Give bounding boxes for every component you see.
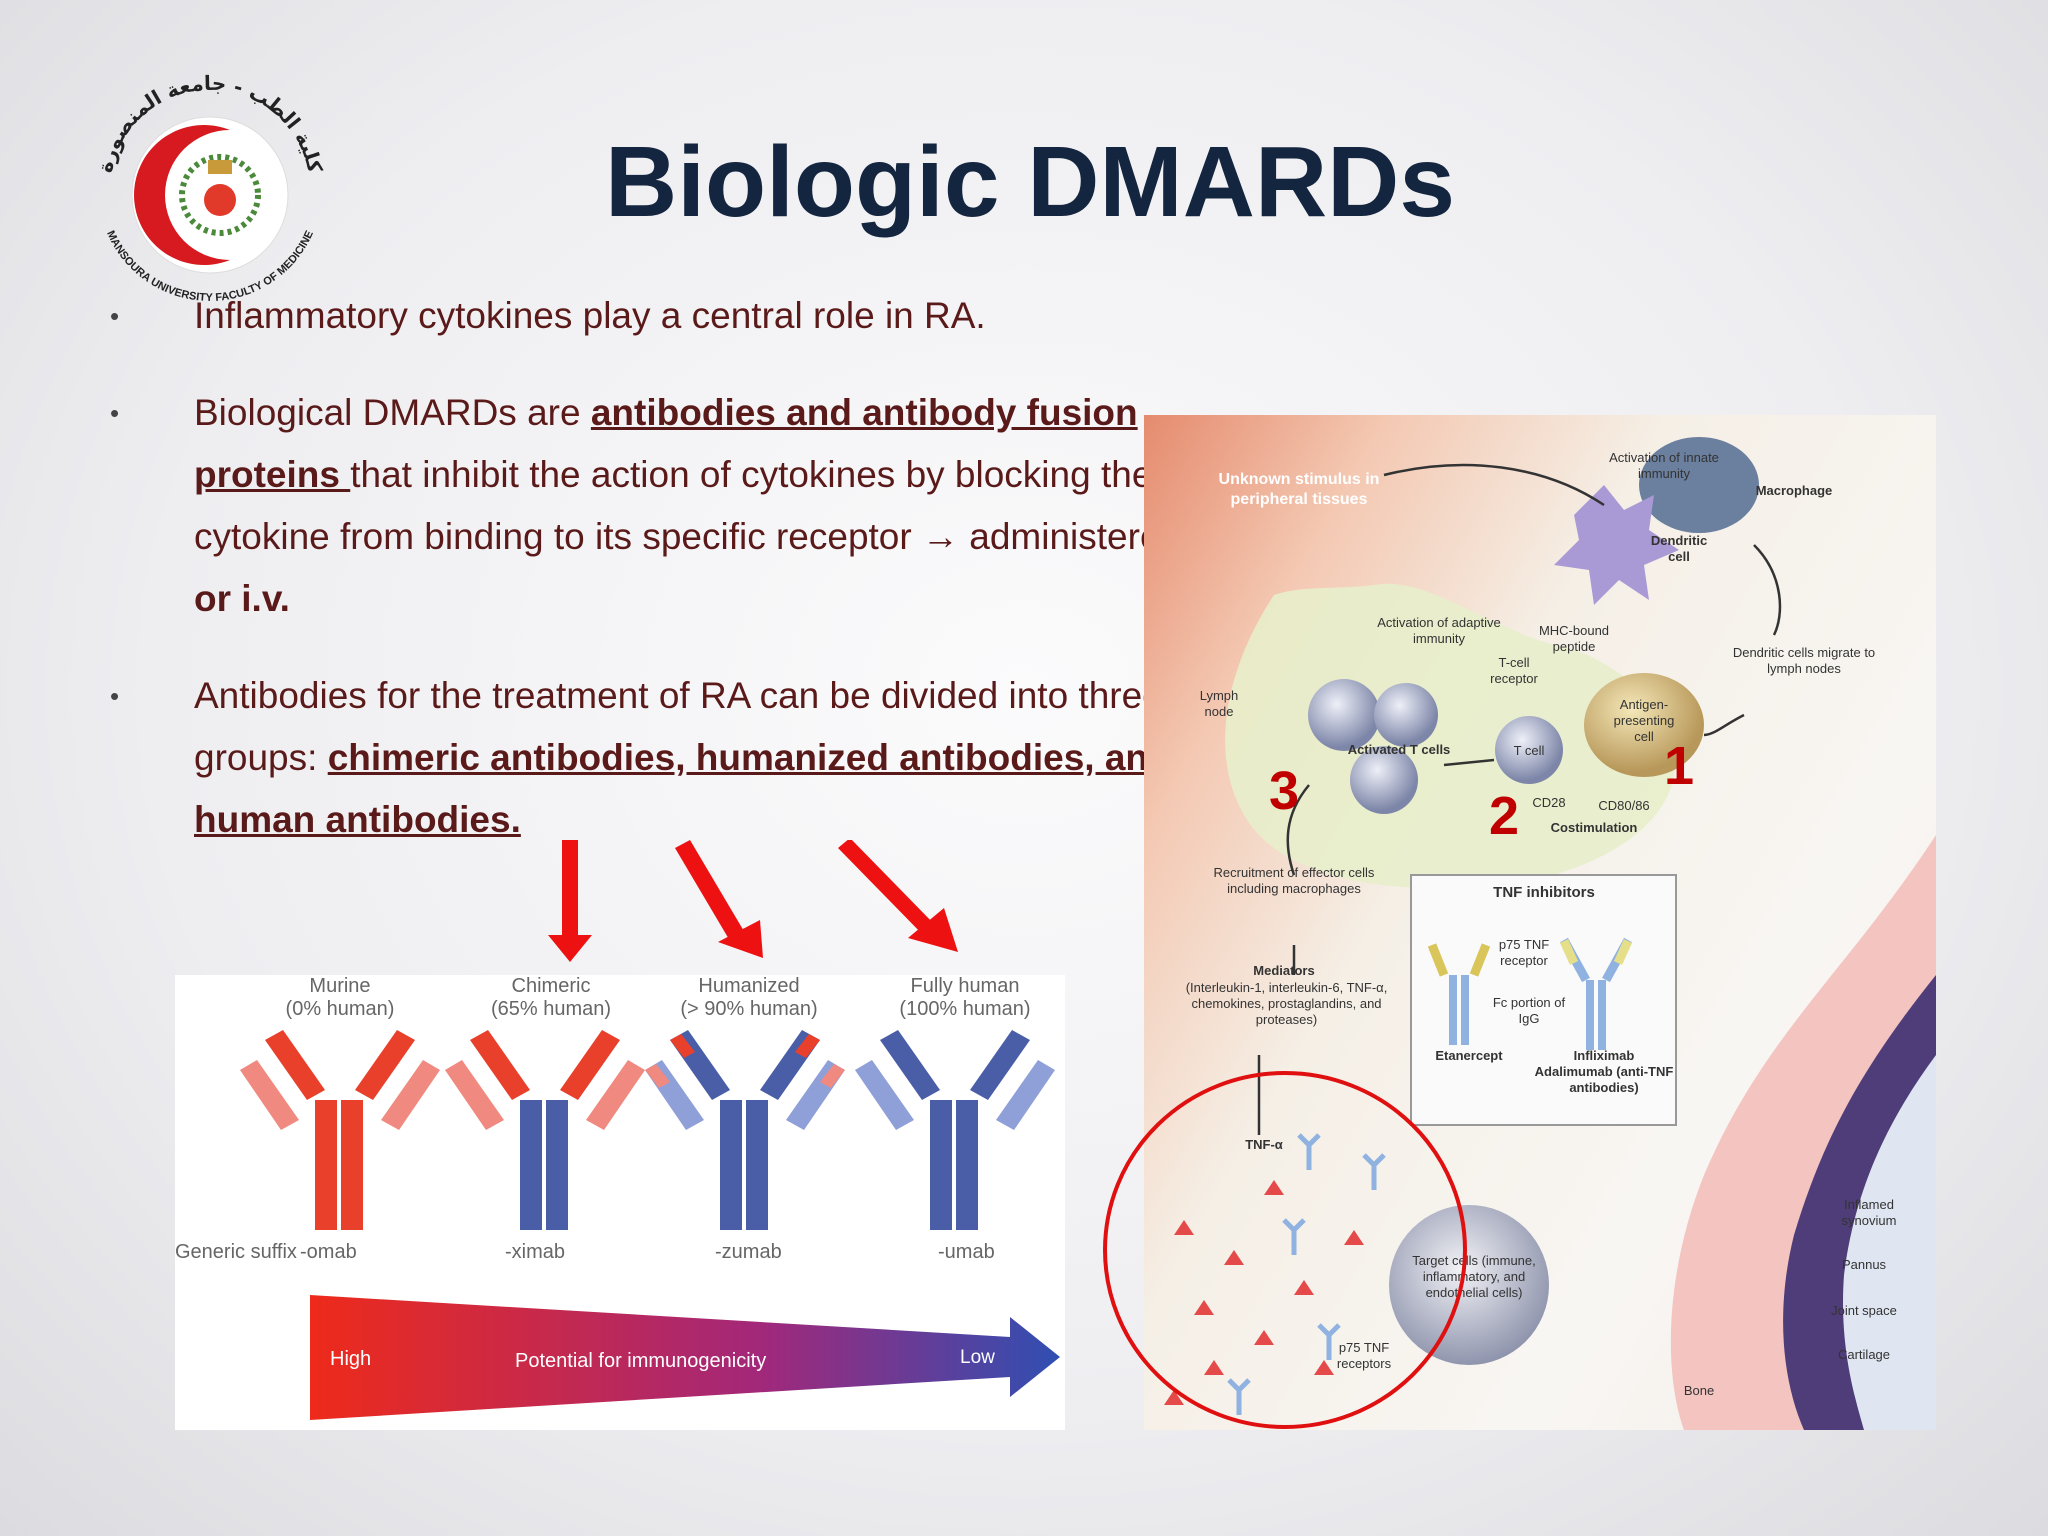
label-infliximab-adalimumab: Infliximab Adalimumab (anti-TNF antibodi… [1534,1048,1674,1095]
label-costimulation: Costimulation [1550,820,1638,835]
antibody-murine-header: Murine (0% human) [250,975,430,1021]
gradient-high-label: High [330,1348,371,1370]
antigen-presenting-cell-icon [1584,673,1704,777]
gradient-low-label: Low [960,1347,995,1368]
activated-t-cell-icon [1350,746,1418,814]
suffix-humanized: -zumab [715,1241,782,1263]
label-activated-t-cells: Activated T cells [1347,742,1451,757]
antibody-type-name: Fully human [910,975,1020,997]
label-pannus: Pannus [1841,1257,1887,1272]
ra-pathway-figure: Unknown stimulus in peripheral tissues A… [1144,415,1936,1430]
label-inflamed-synovium: Inflamed synovium [1841,1197,1897,1228]
label-cd28: CD28 [1532,795,1566,810]
generic-suffix-label: Generic suffix [175,1241,297,1263]
label-p75-receptor: p75 TNF receptor [1498,937,1550,968]
human-antibody-icon [855,1030,1055,1230]
murine-antibody-icon [240,1030,440,1230]
step-number-3: 3 [1269,761,1300,821]
label-tnf-inhibitors: TNF inhibitors [1493,884,1595,901]
label-mediators: (Interleukin-1, interleukin-6, TNF-α, ch… [1185,980,1388,1027]
antibody-type-name: Murine [309,975,371,997]
antibody-type-pct: (0% human) [285,998,395,1020]
arrow-diagonal-icon [838,840,958,952]
t-cell-icon [1495,716,1563,784]
label-etanercept: Etanercept [1435,1048,1503,1063]
antibody-tnf-complexes [1227,1133,1386,1415]
etanercept-icon [1427,943,1491,1045]
macrophage-icon [1639,437,1759,533]
antibody-chimeric-header: Chimeric (65% human) [461,975,641,1021]
label-dc-migrate: Dendritic cells migrate to lymph nodes [1732,645,1876,676]
antibody-type-name: Humanized [698,975,800,997]
bullet-dot: • [110,398,120,428]
red-arrows [548,840,958,962]
pathway-drawing [1164,437,1936,1430]
label-bone: Bone [1683,1383,1715,1398]
tnf-alpha-molecules [1164,1180,1364,1405]
lymph-node-shape [1225,583,1675,889]
suffix-murine: -omab [300,1241,357,1263]
label-mediators-title: Mediators [1253,963,1315,978]
label-innate-immunity: Activation of innate immunity [1609,450,1719,481]
infliximab-icon [1559,937,1633,1050]
activated-t-cell-icon [1308,679,1380,751]
bullet-2-lead: Biological DMARDs are [194,392,591,433]
antibody-type-name: Chimeric [511,975,591,997]
antibody-type-pct: (100% human) [899,998,1031,1020]
gradient-mid-label: Potential for immunogenicity [515,1350,766,1372]
right-arrow-icon: → [922,516,959,557]
arrow-down-icon [548,840,592,962]
antibody-type-pct: (65% human) [490,998,612,1020]
step-number-1: 1 [1664,736,1695,796]
label-tcr: T-cell receptor [1490,655,1538,686]
antibody-human-header: Fully human (100% human) [875,975,1055,1021]
laurel-wreath-icon [179,154,261,236]
label-recruitment: Recruitment of effector cells including … [1213,865,1375,896]
faculty-logo: كلية الطب - جامعة المنصورة MANSOURA UNIV… [93,71,328,304]
label-target-cells: Target cells (immune, inflammatory, and … [1412,1253,1536,1300]
cartilage-shape [1843,1055,1936,1430]
highlight-circle [1103,1071,1467,1429]
label-apc: Antigen-presenting cell [1613,697,1675,744]
label-cartilage: Cartilage [1837,1347,1891,1362]
label-unknown-stimulus: Unknown stimulus in peripheral tissues [1218,471,1380,508]
activated-t-cell-icon [1374,683,1438,747]
bullet-1-text: Inflammatory cytokines play a central ro… [194,295,986,336]
target-cell-icon [1389,1205,1549,1365]
dendritic-cell-icon [1554,485,1679,605]
label-mhc-peptide: MHC-bound peptide [1538,623,1610,654]
label-adaptive-immunity: Activation of adaptive immunity [1377,615,1501,646]
label-cd80-86: CD80/86 [1598,798,1650,813]
suffix-chimeric: -ximab [505,1241,566,1263]
antibody-type-pct: (> 90% human) [680,998,818,1020]
label-macrophage: Macrophage [1755,483,1833,498]
bullet-dot: • [110,301,120,331]
label-p75-receptors: p75 TNF receptors [1336,1340,1392,1371]
page-title: Biologic DMARDs [605,126,1455,238]
label-fc-portion: Fc portion of IgG [1492,995,1566,1026]
antibody-types-figure: Murine (0% human) Chimeric (65% human) H… [175,975,1065,1430]
label-dendritic-cell: Dendritic cell [1650,533,1708,564]
label-joint-space: Joint space [1831,1303,1897,1318]
step-number-2: 2 [1489,786,1520,846]
suffix-human: -umab [938,1241,995,1263]
bullet-2-rest: that inhibit the action of cytokines by … [194,454,1153,557]
label-t-cell: T cell [1513,743,1545,758]
red-crescent-icon [134,125,230,265]
bullet-dot: • [110,681,120,711]
immunogenicity-gradient-arrow: High Potential for immunogenicity Low [310,1295,1060,1420]
bullet-2-emphasis: antibodies and antibody fusion proteins [194,392,1138,495]
humanized-antibody-icon [645,1030,845,1230]
chimeric-antibody-icon [445,1030,645,1230]
arrow-diagonal-icon [675,840,763,958]
antibody-humanized-header: Humanized (> 90% human) [659,975,839,1021]
antibody-drawings [240,1030,1055,1230]
label-tnf-alpha: TNF-α [1245,1137,1283,1152]
bullet-3-emphasis: chimeric antibodies, humanized antibodie… [194,737,1171,840]
label-lymph-node: Lymph node [1199,688,1239,719]
bullet-3-lead: Antibodies for the treatment of RA can b… [194,675,1163,778]
